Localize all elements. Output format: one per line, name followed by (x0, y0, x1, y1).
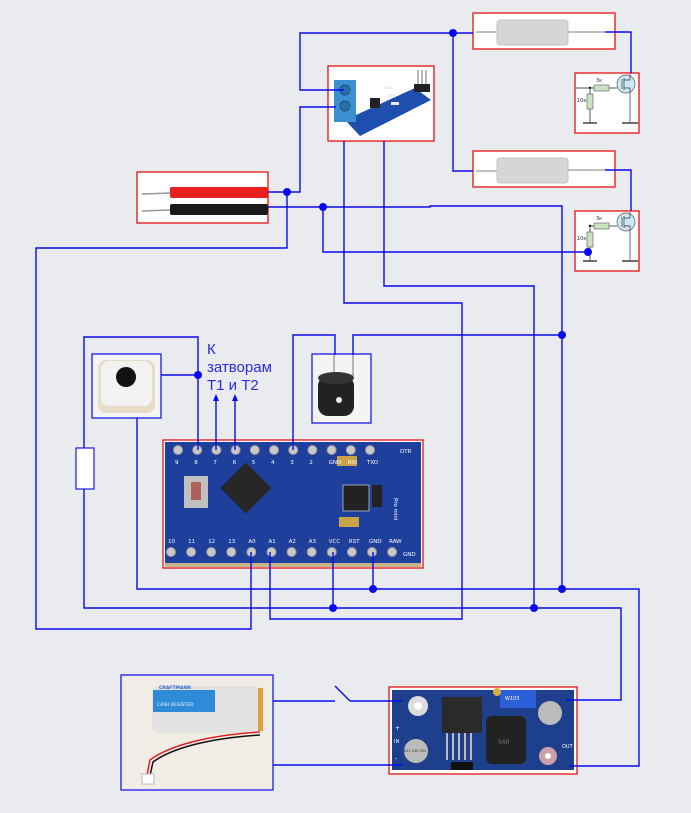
pin-12 (206, 547, 217, 557)
pin-label: A0 (248, 539, 256, 545)
buzzer (311, 353, 372, 424)
inductor-label: 560 (498, 739, 510, 746)
pin-9 (173, 445, 183, 455)
pin-label: RST (349, 539, 360, 545)
gate-note-line2: затворам (207, 359, 272, 376)
wires (35, 29, 640, 767)
pin-label: 11 (188, 539, 195, 545)
dcdc-plus: + (395, 725, 400, 732)
battery-brand: CRAFTMANN (159, 685, 191, 691)
mosfet-driver-2: 3к 10к (574, 210, 640, 272)
push-button (91, 353, 162, 419)
pin-5 (249, 445, 260, 455)
gate-resistor-label: 3к (596, 78, 602, 84)
pin-13 (226, 547, 237, 557)
pin-11 (186, 547, 197, 557)
pin-VCC (326, 547, 337, 557)
pin-A1 (266, 547, 277, 557)
pin-label: A1 (269, 539, 276, 545)
dtr-label: DTR (400, 449, 412, 455)
pin-4 (269, 445, 279, 455)
pin-8 (192, 445, 203, 455)
pin-label: 4 (271, 460, 275, 466)
pin-GND (367, 547, 377, 557)
top-pin-row: 9 8 7 6 5 4 3 2 GND RXI TXO (173, 445, 379, 466)
probe-leads (136, 171, 269, 224)
bottom-pin-row: 10 11 12 13 A0 A1 A2 A3 VCC RST GND RAW (166, 539, 402, 557)
pin-label: GND (369, 539, 382, 545)
pin-TXO (365, 445, 375, 455)
battery-label: CASH REGISTER (157, 702, 193, 708)
pin-label: 5 (252, 460, 256, 466)
pin-A3 (306, 547, 317, 557)
pin-GND (326, 445, 337, 455)
dcdc-in-label: IN (394, 739, 399, 745)
pin-2 (307, 445, 318, 455)
dcdc-minus: - (395, 755, 397, 762)
pin-label: 12 (208, 539, 215, 545)
pin-label: 7 (213, 460, 217, 466)
pin-10 (166, 547, 176, 557)
pin-RST (346, 547, 357, 557)
pin-label: A3 (309, 539, 317, 545)
gate-note-line3: T1 и T2 (207, 377, 259, 394)
pin-RAW (387, 547, 398, 557)
power-resistor-1 (472, 12, 616, 50)
battery: CRAFTMANN CASH REGISTER (120, 674, 274, 791)
pulldown-resistor-symbol (75, 447, 95, 490)
pin-label: 13 (228, 539, 235, 545)
current-sensor-module (327, 65, 435, 142)
pin-label: A2 (289, 539, 296, 545)
pin-label: 6 (233, 460, 237, 466)
pin-label: RXI (348, 460, 358, 466)
dcdc-out-label: OUT (562, 744, 574, 750)
mosfet-driver-1: 3к 10к (574, 72, 640, 134)
pin-A2 (286, 547, 297, 557)
board-label: Pro mini (392, 498, 398, 521)
gate-resistor-label-2: 3к (596, 216, 602, 222)
pin-label: 9 (175, 460, 179, 466)
pin-label: VCC (329, 539, 341, 545)
dc-dc-converter: + IN - OUT W103 560 621 220 35V (388, 686, 578, 775)
gate-note-line1: К (207, 341, 216, 358)
pin-label: 10 (168, 539, 175, 545)
pin-label: 2 (309, 460, 313, 466)
pin-label: TXO (366, 460, 379, 466)
pin-label: GND (329, 460, 342, 466)
pulldown-resistor-label: 10к (577, 98, 586, 104)
pot-label: W103 (505, 696, 520, 702)
pin-label: 8 (194, 460, 198, 466)
gnd-right-label: GND (403, 552, 416, 558)
pin-label: 3 (290, 460, 294, 466)
power-resistor-2 (472, 150, 616, 188)
cap-label: 621 220 35V (404, 749, 427, 753)
pin-RXI (345, 445, 356, 455)
pin-label: RAW (389, 539, 402, 545)
pulldown-resistor-label-2: 10к (577, 236, 586, 242)
